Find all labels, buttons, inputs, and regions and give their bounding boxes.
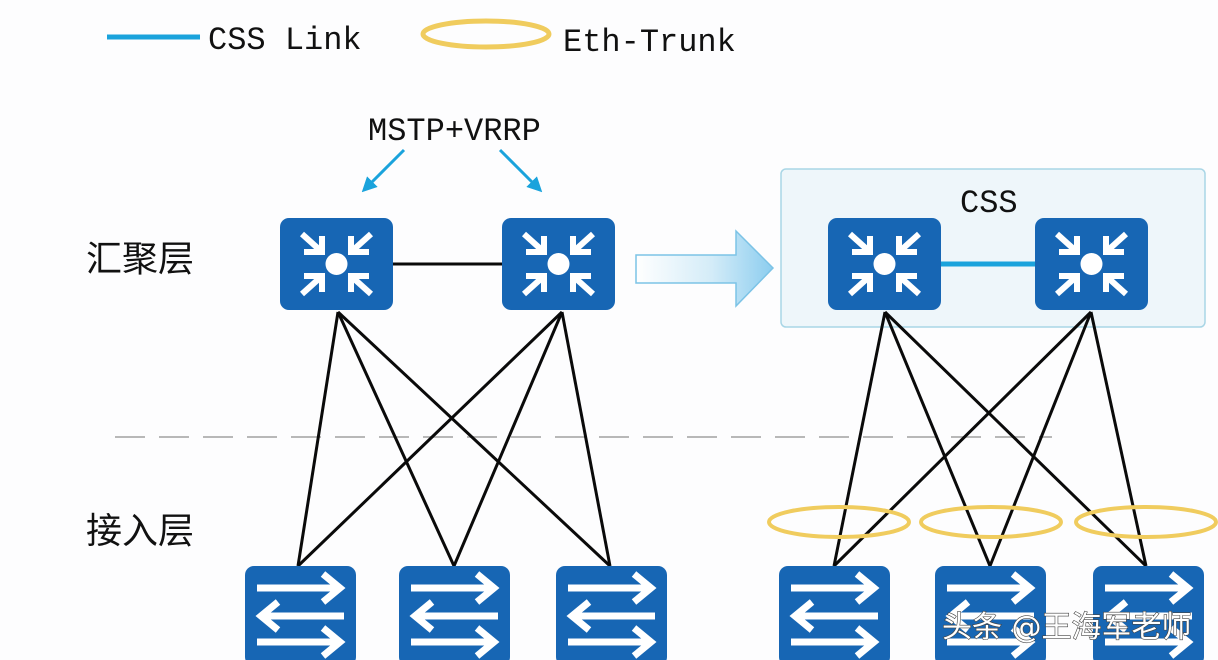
switch-icon <box>556 566 667 660</box>
access-switch-1[interactable] <box>245 566 356 660</box>
router-icon <box>1035 218 1148 310</box>
switch-icon <box>245 566 356 660</box>
switch-icon <box>399 566 510 660</box>
css-agg-switch-1[interactable] <box>828 218 941 310</box>
access-switch-3[interactable] <box>556 566 667 660</box>
css-agg-switch-2[interactable] <box>1035 218 1148 310</box>
link <box>1089 311 1148 567</box>
right-topology <box>767 218 1218 660</box>
css-link-legend-label: CSS Link <box>208 22 362 59</box>
aggregation-layer-label: 汇聚层 <box>86 239 194 280</box>
right-arrow-icon <box>635 229 775 308</box>
link <box>296 310 564 568</box>
css-stack-label: CSS <box>960 185 1018 222</box>
agg-switch-2[interactable] <box>502 218 615 310</box>
router-icon <box>502 218 615 310</box>
eth-trunk-ellipse <box>767 505 911 539</box>
link <box>560 311 612 567</box>
eth-trunk-ellipse <box>919 505 1063 539</box>
link <box>296 311 340 567</box>
left-topology: MSTP+VRRP <box>245 113 667 660</box>
link <box>883 311 992 567</box>
protocol-label: MSTP+VRRP <box>368 113 541 150</box>
eth-trunk-legend-label: Eth-Trunk <box>563 24 736 61</box>
link <box>832 311 887 567</box>
link <box>452 311 564 567</box>
router-icon <box>828 218 941 310</box>
access-switch-2[interactable] <box>399 566 510 660</box>
switch-icon <box>779 566 890 660</box>
annotation-arrow-left <box>361 148 406 193</box>
link <box>832 310 1093 568</box>
link <box>336 311 456 567</box>
link <box>988 311 1093 567</box>
css-access-switch-1[interactable] <box>779 566 890 660</box>
left-uplinks <box>296 262 612 568</box>
router-icon <box>280 218 393 310</box>
legend: CSS Link Eth-Trunk <box>107 18 736 61</box>
agg-switch-1[interactable] <box>280 218 393 310</box>
eth-trunk-legend-swatch <box>420 18 552 50</box>
link <box>883 310 1148 568</box>
eth-trunks <box>767 505 1218 539</box>
link <box>336 310 612 568</box>
access-layer-label: 接入层 <box>86 511 194 552</box>
right-uplinks <box>832 310 1148 568</box>
eth-trunk-ellipse <box>1074 505 1218 539</box>
annotation-arrow-right <box>498 148 543 193</box>
watermark: 头条 @王海军老师 <box>942 610 1192 645</box>
